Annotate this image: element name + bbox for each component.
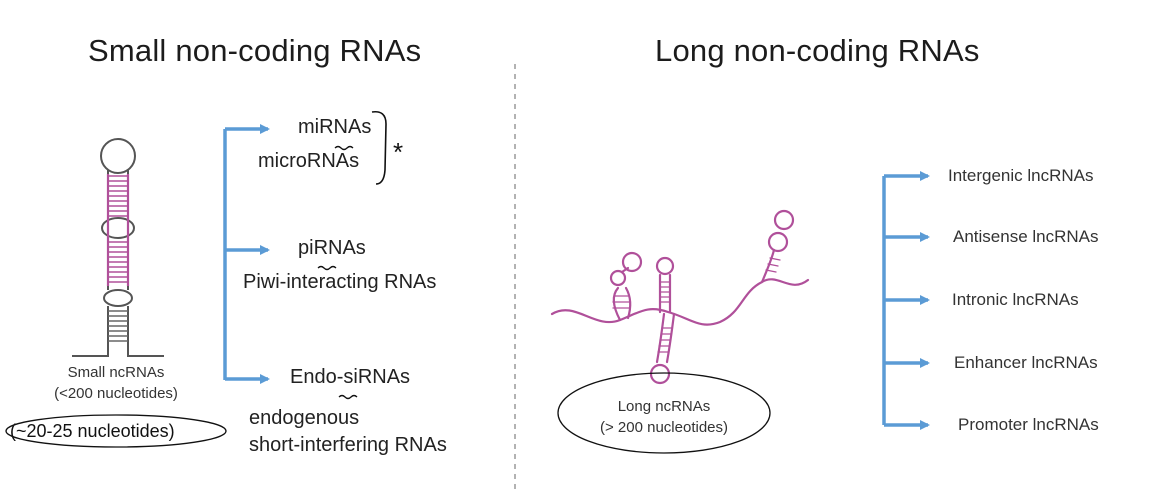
small-rna-hairpin [72, 138, 164, 357]
type-mirnas-full: microRNAs [258, 150, 360, 172]
type-intronic: Intronic lncRNAs [952, 290, 1079, 309]
type-pirnas-full: Piwi-interacting RNAs [243, 271, 437, 293]
small-ncrna-heading: Small non-coding RNAs [88, 33, 422, 68]
type-pirnas-name: piRNAs [298, 237, 366, 259]
small-caption-line2: (<200 nucleotides) [54, 385, 178, 402]
handwritten-star: * [393, 137, 404, 167]
squiggle-piwi [317, 265, 337, 271]
squiggle-endo [338, 394, 358, 400]
long-ncrna-caption: Long ncRNAs (> 200 nucleotides) [584, 396, 744, 438]
long-caption-line2: (> 200 nucleotides) [600, 419, 728, 436]
long-caption-line1: Long ncRNAs [617, 398, 711, 415]
long-rna-branch-arrows [882, 171, 930, 430]
type-endo-sirnas-name: Endo-siRNAs [290, 366, 411, 388]
small-ncrna-caption: Small ncRNAs (<200 nucleotides) [26, 362, 206, 404]
type-antisense: Antisense lncRNAs [953, 227, 1099, 246]
type-promoter: Promoter lncRNAs [958, 415, 1099, 434]
small-nucleotide-note: (~20-25 nucleotides) [10, 421, 175, 441]
long-rna-structure [550, 209, 810, 385]
small-caption-line1: Small ncRNAs [67, 364, 165, 381]
handwritten-oval-small [5, 414, 227, 448]
squiggle-micro [334, 145, 354, 151]
handwritten-oval-long [557, 372, 771, 454]
type-endo-sirnas-full-line2: short-interfering RNAs [249, 434, 447, 456]
small-rna-branch-arrows [223, 124, 270, 384]
handwritten-bracket [371, 110, 387, 185]
long-ncrna-heading: Long non-coding RNAs [655, 33, 980, 68]
type-endo-sirnas-full-line1: endogenous [249, 407, 360, 429]
type-enhancer: Enhancer lncRNAs [954, 353, 1098, 372]
type-intergenic: Intergenic lncRNAs [948, 166, 1094, 185]
type-mirnas-name: miRNAs [298, 116, 372, 138]
